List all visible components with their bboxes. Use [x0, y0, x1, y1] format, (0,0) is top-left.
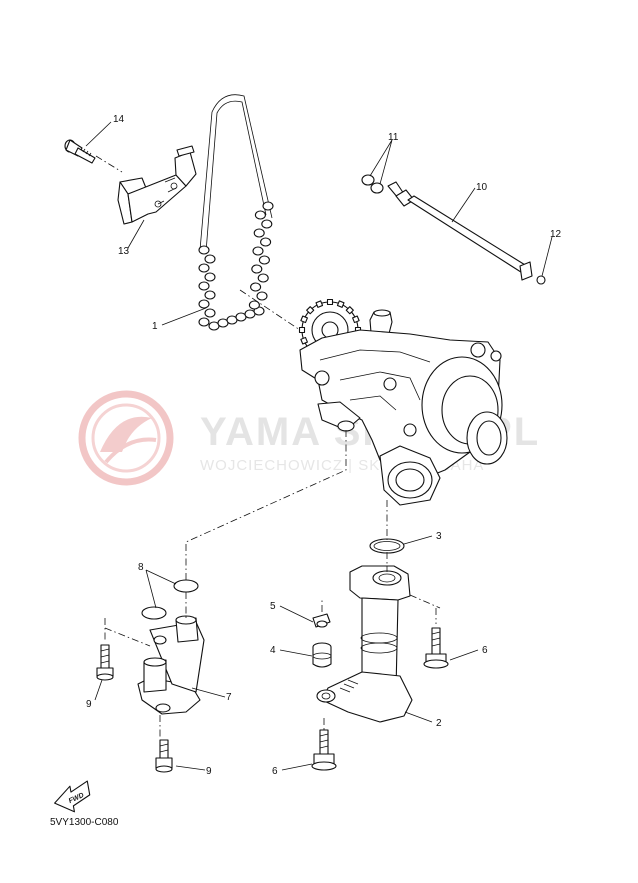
chain-link [204, 272, 216, 282]
chain-link [262, 201, 274, 211]
o-ring-3 [369, 538, 405, 554]
sprocket-tooth [306, 306, 315, 315]
callout-8: 8 [138, 562, 144, 573]
bolt-6-lower [311, 729, 337, 771]
chain-link [251, 264, 263, 274]
collar-4 [312, 642, 332, 668]
callout-12: 12 [550, 229, 562, 240]
sprocket-tooth [345, 306, 354, 315]
chain-link [252, 246, 264, 256]
chain-link [198, 263, 210, 273]
sprocket-tooth [315, 300, 324, 308]
cap-5 [312, 613, 331, 628]
o-rings-11 [361, 174, 384, 194]
oil-delivery-pipe-10 [387, 181, 533, 281]
callout-4: 4 [270, 645, 276, 656]
bolt-6-upper [423, 627, 449, 669]
callout-14: 14 [113, 114, 125, 125]
callout-9-left: 9 [86, 699, 92, 710]
chain-link [198, 299, 210, 309]
alignment-lines [95, 155, 441, 738]
chain-link [261, 219, 273, 229]
callout-1: 1 [152, 321, 158, 332]
chain-link [204, 308, 216, 318]
callout-6-lower: 6 [272, 766, 278, 777]
callout-2: 2 [436, 718, 442, 729]
chain-link [254, 210, 266, 220]
callout-6-upper: 6 [482, 645, 488, 656]
chain-link [198, 281, 210, 291]
chain-link [256, 291, 268, 301]
chain-link [198, 317, 210, 327]
sprocket-tooth [300, 336, 308, 345]
sprocket-tooth [326, 298, 334, 306]
sprocket-tooth [298, 326, 306, 334]
sprocket-tooth [352, 315, 360, 324]
callout-10: 10 [476, 182, 488, 193]
o-ring-12 [536, 275, 546, 285]
drive-chain-1 [198, 94, 274, 331]
bolt-9-bottom [155, 739, 173, 773]
diagram-code: 5VY1300-C080 [50, 817, 119, 828]
callout-5: 5 [270, 601, 276, 612]
chain-link [260, 237, 272, 247]
bolt-14 [64, 139, 96, 164]
chain-link [248, 300, 260, 310]
callout-11: 11 [388, 132, 399, 143]
bolt-9-left [96, 644, 114, 681]
fwd-arrow-icon: FWD [54, 780, 91, 813]
sprocket-tooth [336, 300, 345, 308]
oil-pump-assembly [298, 298, 508, 506]
oil-strainer-2 [316, 565, 413, 723]
chain-guide-13 [117, 145, 197, 225]
chain-link [258, 255, 270, 265]
chain-link [250, 282, 262, 292]
chain-link [198, 245, 210, 255]
chain-link [253, 228, 265, 238]
callout-labels: 14 13 1 11 10 12 3 8 5 4 6 7 9 2 9 6 [86, 114, 562, 777]
callout-9-bottom: 9 [206, 766, 212, 777]
callout-13: 13 [118, 246, 130, 257]
sprocket-tooth [300, 315, 308, 324]
chain-link [204, 290, 216, 300]
chain-link [257, 273, 269, 283]
chain-link [204, 254, 216, 264]
watermark-logo-icon [78, 390, 174, 486]
oil-pipe-elbow-7 [137, 615, 205, 715]
callout-7: 7 [226, 692, 232, 703]
callout-3: 3 [436, 531, 442, 542]
leader-lines [85, 121, 553, 771]
